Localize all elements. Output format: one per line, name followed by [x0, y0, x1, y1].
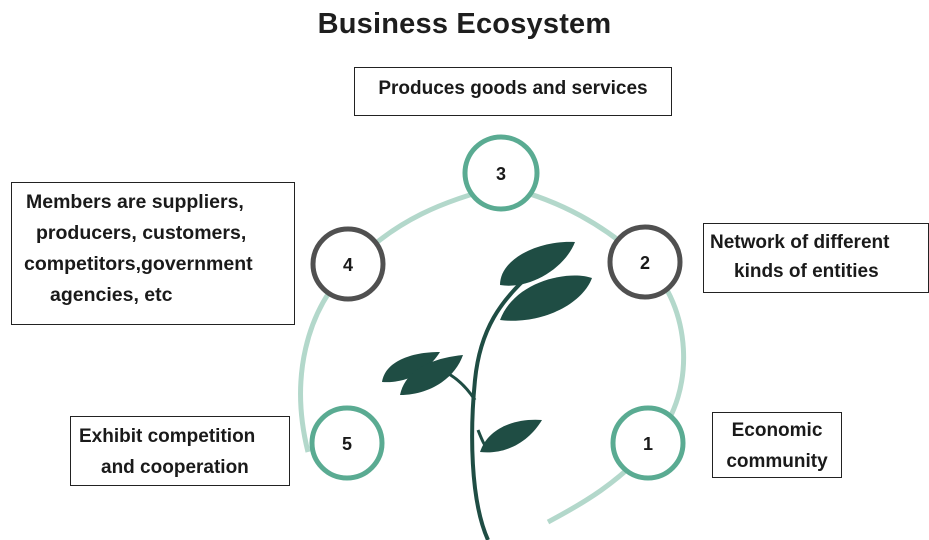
node-5: 5: [309, 405, 385, 481]
node-ring-3: [462, 134, 540, 212]
node-number-2: 2: [640, 253, 650, 273]
label-box-1: Economic community: [712, 412, 842, 478]
leaf-lower-icon: [480, 419, 542, 453]
leaf-left-small-icon: [382, 352, 440, 383]
label-1-line-2: community: [726, 451, 828, 472]
diagram-title: Business Ecosystem: [317, 8, 612, 40]
label-4-line-4: agencies, etc: [50, 284, 173, 306]
label-2-line-1: Network of different: [710, 232, 890, 253]
node-4: 4: [310, 226, 386, 302]
node-ring-2: [607, 224, 683, 300]
node-number-5: 5: [342, 434, 352, 454]
label-box-4: Members are suppliers, producers, custom…: [11, 182, 295, 325]
node-ring-1: [610, 405, 686, 481]
label-3-line-1: Produces goods and services: [378, 78, 648, 99]
plant-stem: [470, 268, 537, 540]
label-4-line-1: Members are suppliers,: [26, 191, 244, 213]
node-3: 3: [462, 134, 540, 212]
plant-graphic: [382, 241, 592, 540]
label-box-5: Exhibit competition and cooperation: [70, 416, 290, 486]
label-box-2: Network of different kinds of entities: [703, 223, 929, 293]
leaf-upper-right-icon: [500, 275, 592, 321]
label-1-line-1: Economic: [731, 420, 823, 441]
node-1: 1: [610, 405, 686, 481]
node-ring-4: [310, 226, 386, 302]
label-4-line-3: competitors,government: [24, 253, 253, 275]
node-ring-5: [309, 405, 385, 481]
node-number-1: 1: [643, 434, 653, 454]
label-5-line-2: and cooperation: [101, 457, 249, 478]
leaf-top-icon: [500, 241, 575, 286]
label-5-line-1: Exhibit competition: [79, 426, 256, 447]
label-box-3: Produces goods and services: [354, 67, 672, 116]
label-2-line-2: kinds of entities: [734, 261, 879, 282]
label-4-line-2: producers, customers,: [36, 222, 247, 244]
node-number-3: 3: [496, 164, 506, 184]
node-2: 2: [607, 224, 683, 300]
leaf-left-icon: [400, 355, 463, 395]
node-number-4: 4: [343, 255, 353, 275]
